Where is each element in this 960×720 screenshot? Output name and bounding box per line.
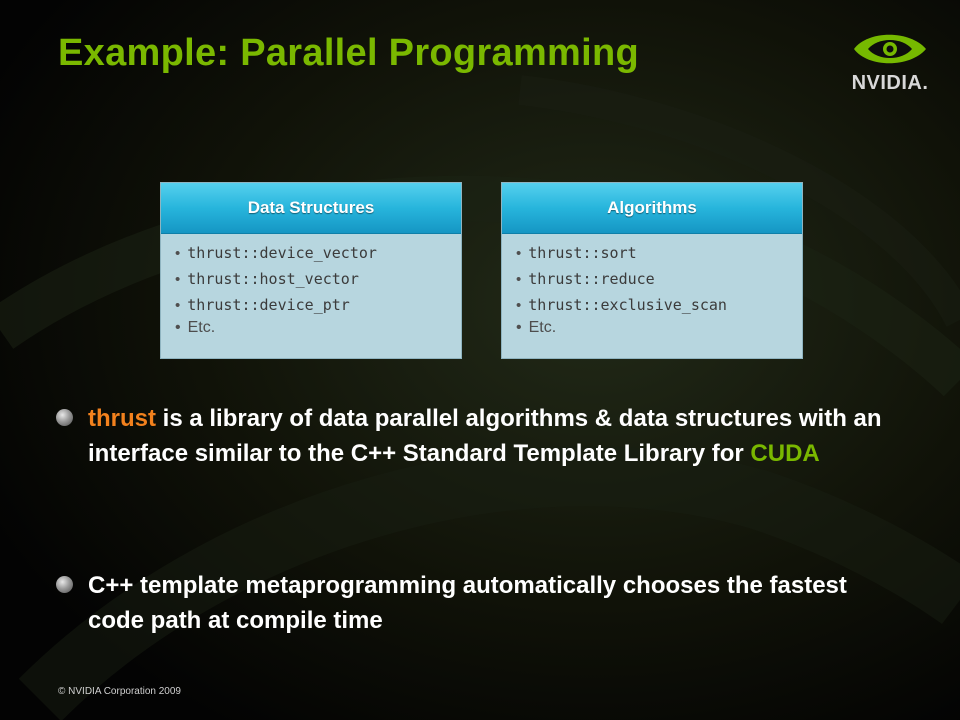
list-item: •Etc. bbox=[175, 319, 216, 336]
bullet-point-metaprogramming: C++ template metaprogramming automatical… bbox=[56, 568, 888, 638]
copyright-footer: © NVIDIA Corporation 2009 bbox=[58, 686, 181, 697]
list-item: •thrust::reduce bbox=[516, 270, 655, 288]
list-item: •thrust::sort bbox=[516, 244, 637, 262]
panel-list: •thrust::sort •thrust::reduce •thrust::e… bbox=[502, 240, 802, 338]
list-item: •thrust::host_vector bbox=[175, 270, 359, 288]
bullet-dot-icon: • bbox=[175, 319, 181, 336]
panel-header: Data Structures bbox=[161, 183, 461, 234]
algorithms-panel: Algorithms •thrust::sort •thrust::reduce… bbox=[501, 182, 803, 359]
panel-list: •thrust::device_vector •thrust::host_vec… bbox=[161, 240, 461, 338]
bullet-dot-icon: • bbox=[516, 319, 522, 336]
bullet-point-thrust: thrust is a library of data parallel alg… bbox=[56, 401, 888, 471]
data-structures-panel: Data Structures •thrust::device_vector •… bbox=[160, 182, 462, 359]
bullet-dot-icon: • bbox=[516, 245, 522, 262]
panel-header: Algorithms bbox=[502, 183, 802, 234]
nvidia-eye-icon bbox=[854, 34, 926, 64]
bullet-text: C++ template metaprogramming automatical… bbox=[88, 572, 847, 634]
bullet-dot-icon: • bbox=[516, 271, 522, 288]
bullet-dot-icon: • bbox=[175, 245, 181, 262]
bullet-dot-icon: • bbox=[175, 271, 181, 288]
list-item: •thrust::device_vector bbox=[175, 244, 377, 262]
bullet-dot-icon: • bbox=[516, 297, 522, 314]
cuda-highlight: CUDA bbox=[750, 440, 820, 467]
bullet-sphere-icon bbox=[56, 409, 73, 426]
nvidia-logo: NVIDIA. bbox=[838, 24, 942, 100]
slide-title: Example: Parallel Programming bbox=[58, 32, 640, 74]
list-item: •thrust::device_ptr bbox=[175, 296, 350, 314]
list-item: •thrust::exclusive_scan bbox=[516, 296, 727, 314]
bullet-sphere-icon bbox=[56, 576, 73, 593]
thrust-highlight: thrust bbox=[88, 405, 156, 432]
list-item: •Etc. bbox=[516, 319, 557, 336]
bullet-text: is a library of data parallel algorithms… bbox=[88, 405, 882, 467]
bullet-dot-icon: • bbox=[175, 297, 181, 314]
nvidia-wordmark: NVIDIA. bbox=[851, 72, 929, 94]
